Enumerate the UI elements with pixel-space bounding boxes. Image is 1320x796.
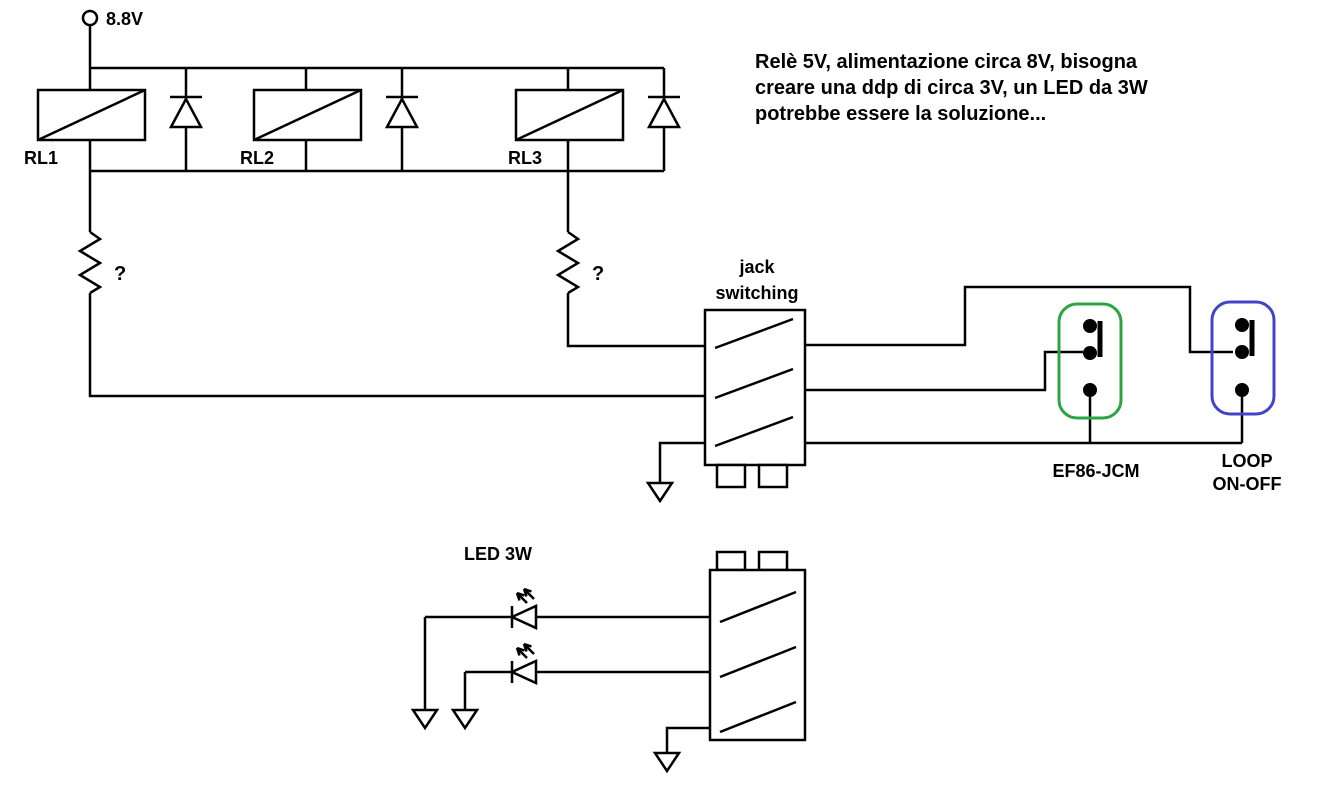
supply-terminal-icon <box>81 9 99 27</box>
wire-jack1-to-ef86-middle <box>805 350 1083 392</box>
ground-symbol-1 <box>645 441 705 504</box>
annotation-line-1: Relè 5V, alimentazione circa 8V, bisogna <box>755 51 1138 73</box>
ef86-pin-top <box>1083 319 1097 333</box>
jack-2-switch-contact-1 <box>719 590 797 624</box>
ground-2-icon <box>652 751 682 774</box>
resistor-2: ? <box>555 171 604 295</box>
led-1-emission-arrow-2 <box>522 587 535 600</box>
led-1-icon <box>425 587 710 630</box>
jack-switching-label-line1: jack <box>738 257 775 277</box>
relay-rl3-label: RL3 <box>508 148 542 168</box>
jack-2-body <box>708 568 807 742</box>
ef86-connector: EF86-JCM <box>1052 302 1140 481</box>
power-supply: 8.8V <box>81 9 143 68</box>
loop-pin-middle <box>1235 345 1249 359</box>
ground-4-icon <box>450 708 480 731</box>
loop-pin-bottom <box>1235 383 1249 397</box>
ground-2-wire <box>665 726 710 753</box>
loop-connector: LOOP ON-OFF <box>1210 300 1282 494</box>
led-1-triangle <box>508 604 538 630</box>
resistor-2-zigzag-icon <box>555 230 581 295</box>
relay-rl1-coil-diagonal <box>37 88 146 142</box>
ground-1-wire <box>658 441 705 483</box>
led-2-emission-arrow-2 <box>522 642 535 655</box>
diode-1-triangle <box>168 96 204 129</box>
jack-2-plug-segment-1 <box>715 550 747 572</box>
jack-2-switch-contact-3 <box>719 700 797 734</box>
wire-jack1-to-loop-middle <box>805 285 1233 354</box>
led-2-icon <box>465 642 710 685</box>
resistor-1: ? <box>77 171 126 295</box>
jack-2-plug-segment-2 <box>757 550 789 572</box>
jack-1-switch-contact-1 <box>714 317 794 350</box>
jack-1-plug-segment-2 <box>757 463 789 489</box>
jack-switching-1: jack switching <box>703 257 807 489</box>
loop-connector-label-line1: LOOP <box>1221 451 1272 471</box>
jack-1-plug-segment-1 <box>715 463 747 489</box>
ef86-connector-label: EF86-JCM <box>1052 461 1139 481</box>
jack-switching-2 <box>708 550 807 742</box>
ef86-connector-outline <box>1057 302 1123 420</box>
ground-3-icon <box>410 708 440 731</box>
wire-resistor2-to-jack <box>566 293 705 348</box>
jack-switching-label-line2: switching <box>715 283 798 303</box>
relay-rl1: RL1 <box>24 68 147 171</box>
supply-voltage-label: 8.8V <box>106 9 143 29</box>
relay-rl3: RL3 <box>508 68 625 171</box>
jack-1-switch-contact-2 <box>714 367 794 400</box>
annotation-note: Relè 5V, alimentazione circa 8V, bisogna… <box>755 51 1148 125</box>
relay-rl1-label: RL1 <box>24 148 58 168</box>
resistor-1-value: ? <box>114 263 126 285</box>
loop-connector-outline <box>1210 300 1276 416</box>
loop-pin-top <box>1235 318 1249 332</box>
annotation-line-2: creare una ddp di circa 3V, un LED da 3W <box>755 77 1148 99</box>
relay-rl2: RL2 <box>240 68 363 171</box>
wire-resistor1-to-jack <box>88 293 705 398</box>
led-1-emission-arrow-1 <box>515 591 528 604</box>
diode-3-triangle <box>646 96 682 129</box>
ef86-pin-middle <box>1083 346 1097 360</box>
led-2-triangle <box>508 659 538 685</box>
resistor-1-zigzag-icon <box>77 230 103 295</box>
ground-symbol-4 <box>450 672 480 731</box>
loop-connector-label-line2: ON-OFF <box>1213 474 1282 494</box>
led-section-label: LED 3W <box>464 544 532 564</box>
jack-1-switch-contact-3 <box>714 415 794 448</box>
relay-rl2-coil-diagonal <box>253 88 362 142</box>
ef86-pin-bottom <box>1083 383 1097 397</box>
flyback-diode-3-icon <box>646 68 682 171</box>
flyback-diode-2-icon <box>384 68 420 171</box>
ground-symbol-3 <box>410 617 440 731</box>
led-2-emission-arrow-1 <box>515 646 528 659</box>
flyback-diode-1-icon <box>168 68 204 171</box>
jack-2-switch-contact-2 <box>719 645 797 679</box>
relay-rl2-label: RL2 <box>240 148 274 168</box>
diode-2-triangle <box>384 96 420 129</box>
jack-1-body <box>703 308 807 467</box>
annotation-line-3: potrebbe essere la soluzione... <box>755 103 1046 125</box>
resistor-2-value: ? <box>592 263 604 285</box>
ground-1-icon <box>645 481 675 504</box>
ground-symbol-2 <box>652 726 710 774</box>
relay-rl3-coil-diagonal <box>515 88 624 142</box>
